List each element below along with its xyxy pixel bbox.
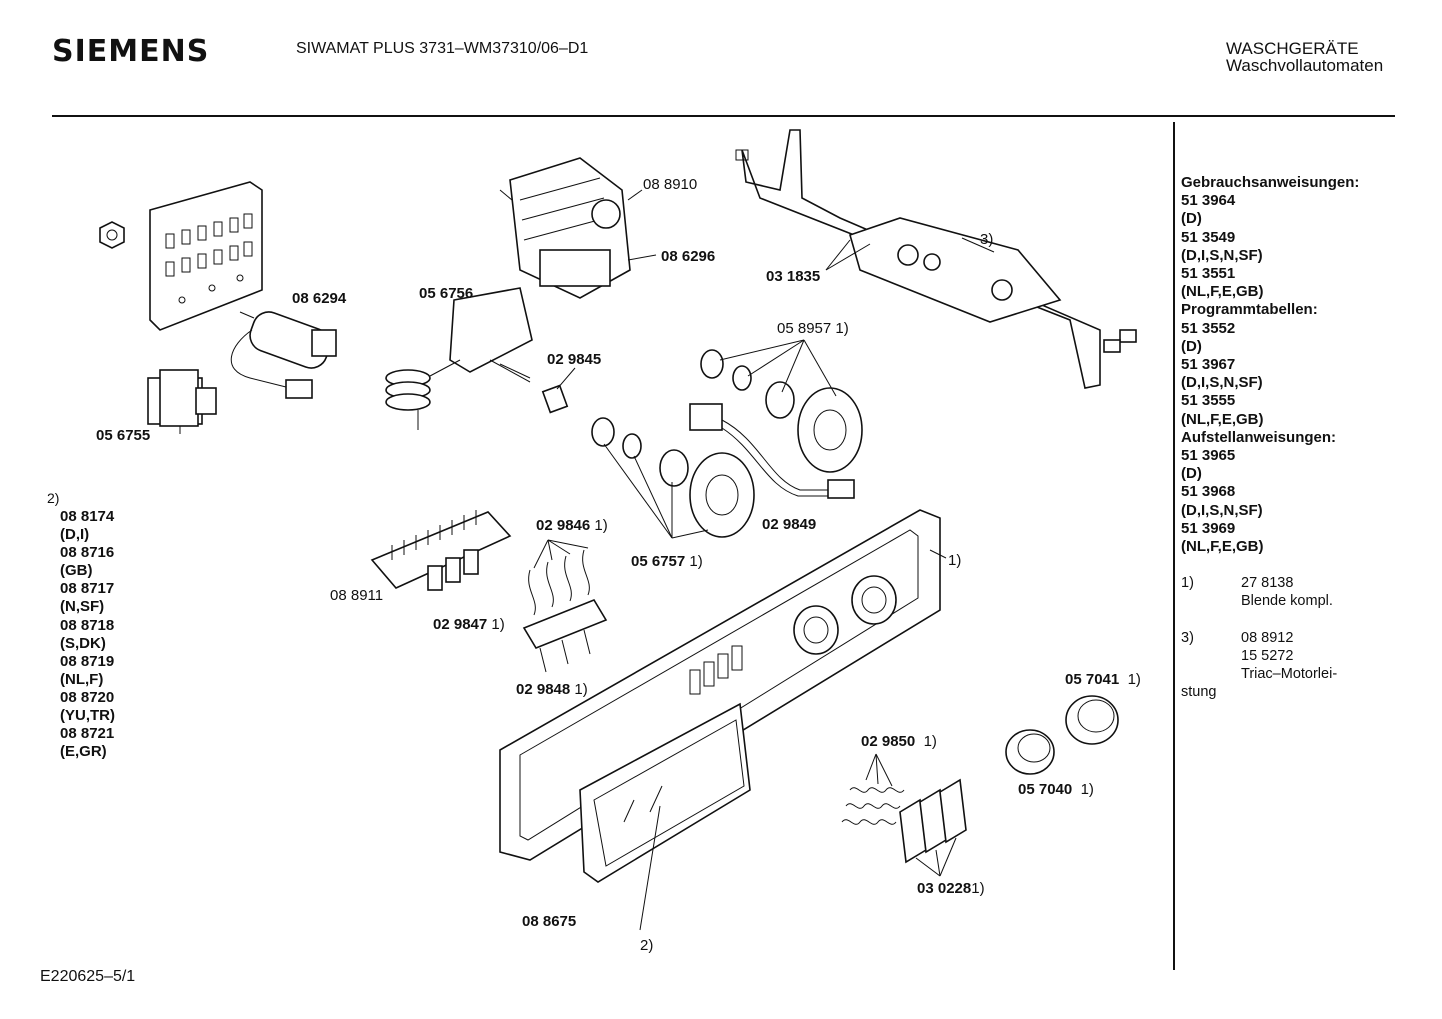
label-029850: 02 9850 1) — [861, 733, 937, 750]
hex-nut — [99, 221, 125, 249]
coil-heater — [385, 359, 461, 430]
variant-item: (N,SF) — [60, 598, 105, 616]
control-panel — [499, 509, 947, 861]
doc-line: Gebrauchsanweisungen: — [1181, 174, 1360, 191]
pulley-assembly-lower — [591, 417, 755, 539]
label-058957: 05 8957 1) — [777, 320, 849, 337]
doc-line: 51 3551 — [1181, 265, 1236, 283]
pulley-assembly-upper — [700, 339, 863, 473]
variant-item: (S,DK) — [60, 634, 106, 652]
doc-line: 51 3968 — [1181, 483, 1236, 501]
variant-item: (GB) — [60, 562, 93, 580]
label-088675: 08 8675 — [522, 913, 577, 930]
label-029845: 02 9845 — [547, 351, 602, 368]
label-057040: 05 7040 1) — [1018, 781, 1094, 798]
variant-item: (E,GR) — [60, 743, 107, 761]
mounting-bracket — [149, 181, 263, 331]
doc-line: (D,I,S,N,SF) — [1181, 374, 1263, 392]
category-header: WASCHGERÄTE Waschvollautomaten — [1226, 40, 1383, 74]
doc-line: (NL,F,E,GB) — [1181, 538, 1264, 556]
doc-line: (D,I,S,N,SF) — [1181, 246, 1263, 264]
doc-line: (D) — [1181, 465, 1202, 483]
doc-line: (D) — [1181, 210, 1202, 228]
doc-line: 51 3964 — [1181, 192, 1236, 210]
label-086294: 08 6294 — [292, 290, 347, 307]
category-line-1: WASCHGERÄTE — [1226, 39, 1359, 58]
variant-item: 08 8719 — [60, 652, 115, 670]
footer-code: E220625–5/1 — [40, 968, 136, 985]
variant-item: 08 8174 — [60, 508, 115, 525]
doc-line: 51 3969 — [1181, 519, 1236, 537]
label-029849: 02 9849 — [762, 516, 817, 533]
doc-line: (D) — [1181, 337, 1202, 355]
header-divider — [52, 115, 1395, 117]
doc-line: (NL,F,E,GB) — [1181, 410, 1264, 428]
label-056755: 05 6755 — [96, 427, 151, 444]
sidebar-divider — [1173, 122, 1175, 970]
variants-list: 08 8174 (D,I) 08 8716 (GB) 08 8717 (N,SF… — [60, 508, 115, 761]
cable-harness — [689, 403, 855, 499]
exploded-view-drawing — [99, 129, 1137, 931]
label-030228: 03 02281) — [917, 880, 985, 897]
electronics-frame — [735, 129, 1137, 389]
variant-item: 08 8721 — [60, 725, 115, 743]
label-056756: 05 6756 — [419, 285, 474, 302]
detergent-drawer — [579, 702, 751, 883]
program-switch — [499, 157, 657, 299]
variant-item: (NL,F) — [60, 670, 104, 688]
label-029848: 02 9848 1) — [516, 681, 588, 698]
variants-marker: 2) — [47, 490, 60, 506]
label-088911: 08 8911 — [330, 587, 384, 604]
connector-small — [541, 367, 576, 414]
push-buttons — [841, 753, 967, 877]
variant-item: (YU,TR) — [60, 707, 115, 725]
label-057041: 05 7041 1) — [1065, 671, 1141, 688]
label-088910: 08 8910 — [643, 176, 698, 193]
brand-logo: SIEMENS — [52, 34, 210, 69]
doc-line: 51 3965 — [1181, 447, 1236, 465]
spring-clips — [522, 539, 608, 673]
label-1-panel: 1) — [948, 552, 962, 569]
drawer-leader — [639, 805, 661, 931]
label-3-triac: 3) — [980, 231, 994, 248]
category-line-2: Waschvollautomaten — [1226, 56, 1384, 75]
doc-line: 51 3549 — [1181, 228, 1236, 246]
variant-item: (D,I) — [60, 526, 90, 544]
doc-line: 51 3552 — [1181, 319, 1236, 337]
label-2-drawer: 2) — [640, 937, 654, 954]
switch-block — [370, 510, 512, 591]
label-029846: 02 9846 1) — [536, 517, 608, 534]
capacitor — [230, 311, 337, 399]
variant-item: 08 8720 — [60, 688, 115, 706]
variant-item: 08 8716 — [60, 544, 115, 562]
knobs — [1005, 695, 1119, 775]
transformer — [147, 369, 217, 434]
doc-line: 51 3555 — [1181, 392, 1236, 410]
model-title: SIWAMAT PLUS 3731–WM37310/06–D1 — [296, 40, 589, 57]
label-031835: 03 1835 — [766, 268, 821, 285]
door-lock — [449, 287, 533, 383]
label-029847: 02 9847 1) — [433, 616, 505, 633]
documents-list: Gebrauchsanweisungen: 51 3964 (D) 51 354… — [1181, 174, 1359, 556]
variant-item: 08 8718 — [60, 616, 115, 634]
doc-line: (D,I,S,N,SF) — [1181, 501, 1263, 519]
doc-line: Programmtabellen: — [1181, 301, 1318, 319]
variant-item: 08 8717 — [60, 580, 115, 598]
label-086296: 08 6296 — [661, 248, 716, 265]
doc-line: 51 3967 — [1181, 356, 1236, 374]
label-056757: 05 6757 1) — [631, 553, 703, 570]
doc-line: Aufstellanweisungen: — [1181, 428, 1337, 446]
doc-line: (NL,F,E,GB) — [1181, 283, 1264, 301]
